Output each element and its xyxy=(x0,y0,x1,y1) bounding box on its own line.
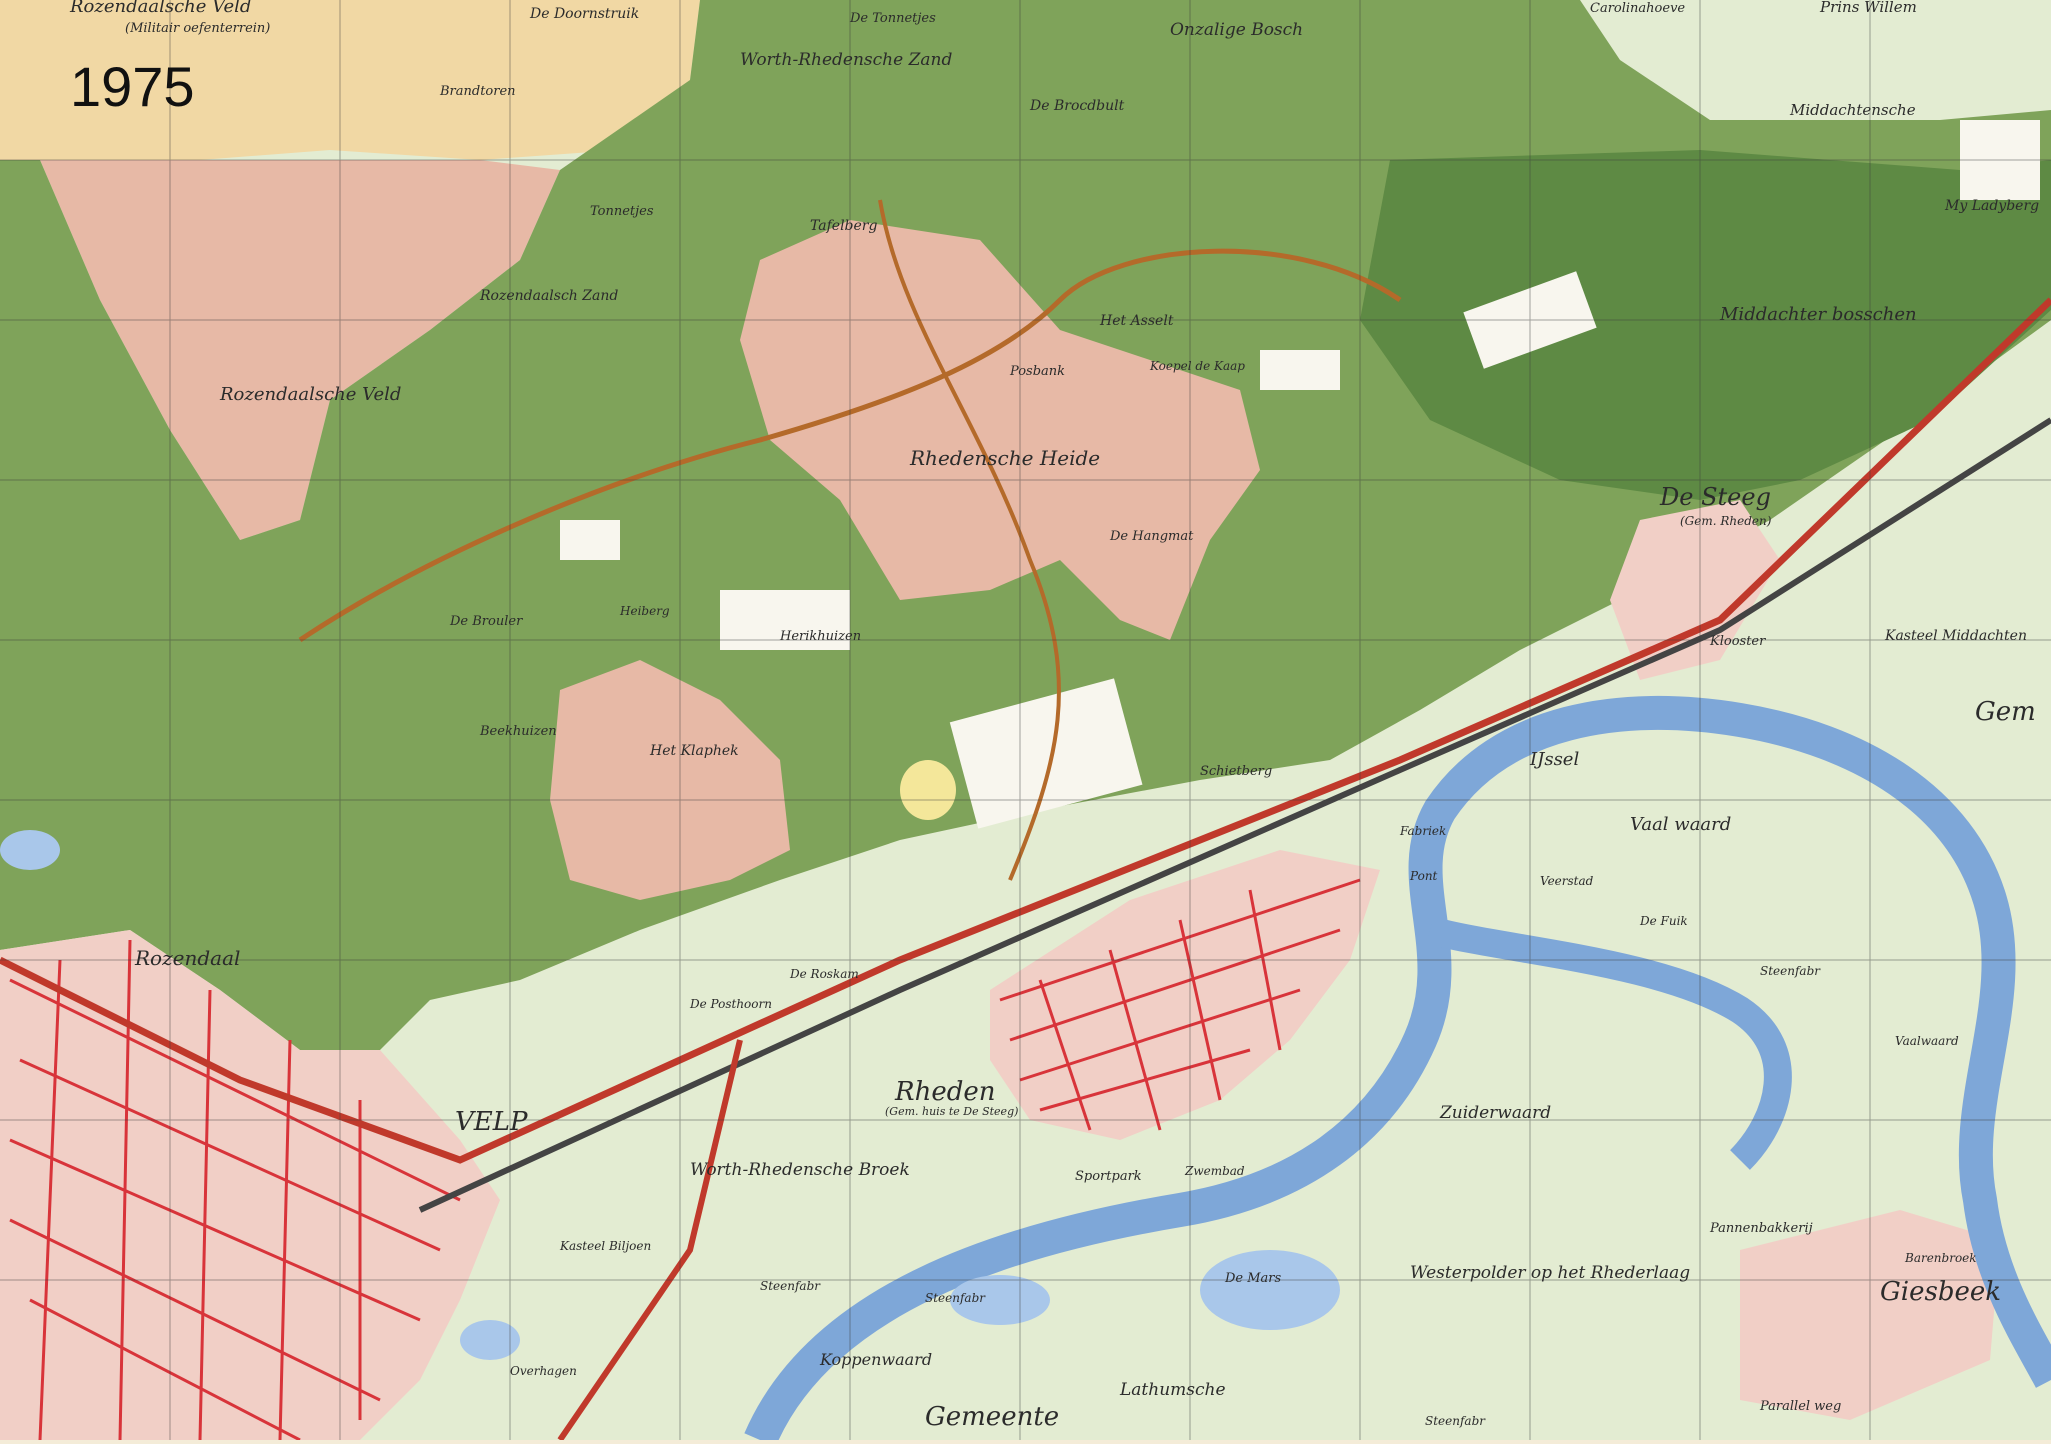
place-label-worth-rhedensche-broek: Worth-Rhedensche Broek xyxy=(690,1160,910,1180)
urban-giesbeek xyxy=(1740,1210,2000,1420)
place-label-steenfabr-2: Steenfabr xyxy=(760,1279,821,1293)
place-label-het-klaphek: Het Klaphek xyxy=(649,743,739,759)
place-labels: Rozendaalsche Veld (Militair oefenterrein… xyxy=(69,0,2039,1432)
place-label-tonnetjes: Tonnetjes xyxy=(590,204,654,219)
sand-patch xyxy=(900,760,956,820)
river-ijssel xyxy=(744,695,2051,1444)
place-label-carolinahoeve: Carolinahoeve xyxy=(1590,1,1685,16)
place-label-barenbroek: Barenbroek xyxy=(1904,1251,1977,1265)
place-label-middachtensche: Middachtensche xyxy=(1789,101,1916,119)
place-label-middachter-bosschen: Middachter bosschen xyxy=(1719,304,1917,325)
place-label-pont: Pont xyxy=(1409,869,1438,883)
place-label-klooster: Klooster xyxy=(1709,634,1766,649)
urban-rheden-grid xyxy=(999,878,1361,1131)
main-road xyxy=(0,297,2051,1164)
place-label-zwembad: Zwembad xyxy=(1184,1164,1245,1178)
urban-velp-grid xyxy=(9,939,461,1442)
place-label-zuiderwaard: Zuiderwaard xyxy=(1439,1103,1551,1123)
place-label-rozendaalsch-zand: Rozendaalsch Zand xyxy=(479,288,618,304)
place-label-sportpark: Sportpark xyxy=(1075,1169,1142,1184)
place-label-rozendaalsche-veld-top: Rozendaalsche Veld xyxy=(69,0,251,17)
place-label-ijssel: IJssel xyxy=(1529,749,1579,770)
place-label-de-roskam: De Roskam xyxy=(789,967,859,981)
place-label-de-brocdbult: De Brocdbult xyxy=(1029,98,1125,114)
urban-velp xyxy=(0,930,500,1440)
place-label-velp: VELP xyxy=(455,1107,528,1137)
place-label-kasteel-biljoen: Kasteel Biljoen xyxy=(559,1239,651,1253)
road-north xyxy=(298,248,1402,643)
place-label-koepel-de-kaap: Koepel de Kaap xyxy=(1149,359,1245,373)
place-label-parallel-weg: Parallel weg xyxy=(1759,1399,1841,1414)
railway-line xyxy=(418,417,2051,1213)
place-label-rozendaal: Rozendaal xyxy=(134,946,240,970)
place-label-westerpolder: Westerpolder op het Rhederlaag xyxy=(1410,1263,1690,1283)
year-label: 1975 xyxy=(70,55,195,118)
place-label-tafelberg: Tafelberg xyxy=(810,218,877,234)
urban-rheden xyxy=(990,850,1380,1140)
place-label-giesbeek: Giesbeek xyxy=(1880,1277,2001,1307)
forest-dark-area xyxy=(1360,150,2051,500)
place-label-gemeente: Gemeente xyxy=(925,1402,1059,1432)
place-label-rozendaalsche-veld: Rozendaalsche Veld xyxy=(219,384,401,405)
place-label-lady-berg: My Ladyberg xyxy=(1944,198,2039,214)
place-label-rhedensche-heide: Rhedensche Heide xyxy=(909,446,1100,470)
place-label-de-posthoorn: De Posthoorn xyxy=(689,997,772,1011)
place-label-gem-rheden-steeg: (Gem. Rheden) xyxy=(1680,514,1772,528)
place-label-koppenwaard: Koppenwaard xyxy=(819,1350,932,1369)
place-label-de-steeg: De Steeg xyxy=(1659,483,1771,511)
place-label-prins-willem: Prins Willem xyxy=(1819,0,1917,16)
place-label-steenfabr-4: Steenfabr xyxy=(1425,1414,1486,1428)
place-label-de-tonnetjes: De Tonnetjes xyxy=(849,11,936,26)
heath-area-northwest xyxy=(40,160,560,540)
place-label-schietberg: Schietberg xyxy=(1200,764,1272,779)
place-label-vaal-waard: Vaal waard xyxy=(1630,814,1731,835)
sand-area xyxy=(0,0,700,160)
place-label-posbank: Posbank xyxy=(1009,364,1065,379)
place-label-de-brouler: De Brouler xyxy=(449,614,523,629)
place-label-herikhuizen: Herikhuizen xyxy=(779,629,861,644)
place-label-veerstad: Veerstad xyxy=(1540,874,1594,888)
heath-area-rhedensche xyxy=(740,220,1260,640)
place-label-steenfabr-3: Steenfabr xyxy=(925,1291,986,1305)
place-label-de-hangmat: De Hangmat xyxy=(1109,529,1194,544)
water-bodies xyxy=(0,830,1340,1360)
place-label-rheden: Rheden xyxy=(894,1077,995,1107)
place-label-kasteel-middachten: Kasteel Middachten xyxy=(1884,628,2027,644)
place-label-het-asselt: Het Asselt xyxy=(1099,313,1174,329)
river-ijssel-bend xyxy=(1426,916,1792,1170)
road-south xyxy=(557,1039,743,1442)
urban-de-steeg xyxy=(1610,500,1780,680)
place-label-onzalige-bosch: Onzalige Bosch xyxy=(1170,20,1303,40)
place-label-gem-right: Gem xyxy=(1975,697,2036,727)
place-label-beekhuizen: Beekhuizen xyxy=(479,724,557,739)
place-label-vaalwaard: Vaalwaard xyxy=(1895,1034,1959,1048)
heath-area-klaphek xyxy=(550,660,790,900)
road-north-2 xyxy=(878,199,1061,881)
place-label-rheden-sub: (Gem. huis te De Steeg) xyxy=(885,1105,1018,1118)
place-label-fabriek: Fabriek xyxy=(1399,824,1446,838)
place-label-heiberg: Heiberg xyxy=(619,604,670,618)
place-label-worth-rhedensche-zand: Worth-Rhedensche Zand xyxy=(740,50,952,70)
place-label-brandtoren: Brandtoren xyxy=(439,84,516,99)
place-label-steenfabr-1: Steenfabr xyxy=(1760,964,1821,978)
place-label-lathumsche: Lathumsche xyxy=(1119,1380,1226,1400)
open-fields xyxy=(560,120,2040,829)
place-label-de-fuik: De Fuik xyxy=(1639,914,1688,928)
place-label-de-mars: De Mars xyxy=(1224,1271,1282,1286)
place-label-militair-oefenterrein: (Militair oefenterrein) xyxy=(125,21,270,36)
place-label-de-doornstruik: De Doornstruik xyxy=(529,6,639,22)
place-label-overhagen: Overhagen xyxy=(510,1364,577,1378)
place-label-pannenbakkerij: Pannenbakkerij xyxy=(1709,1221,1813,1236)
